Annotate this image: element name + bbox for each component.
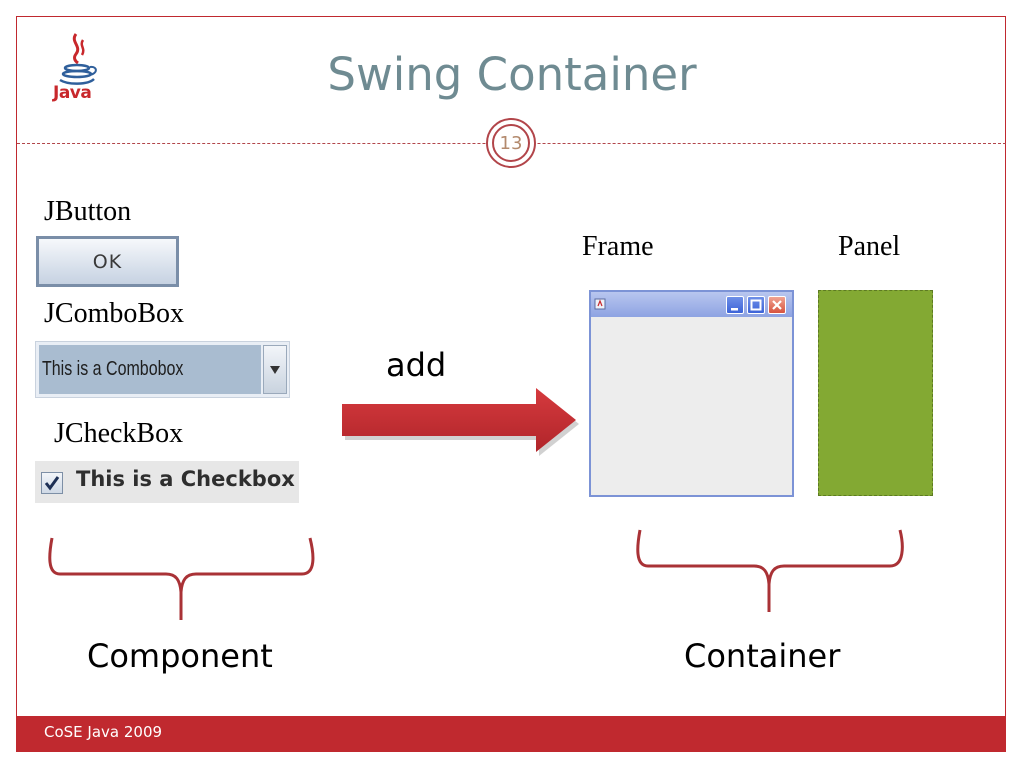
- checkbox-box[interactable]: [41, 472, 63, 494]
- brace-icon: [636, 529, 904, 612]
- panel-box: [818, 290, 933, 496]
- maximize-icon: [750, 299, 762, 311]
- jbutton-label: JButton: [44, 196, 132, 227]
- slide-number: 13: [492, 124, 530, 162]
- jcombobox-label: JComboBox: [44, 298, 185, 329]
- frame-label: Frame: [582, 231, 654, 262]
- slide-border: [16, 16, 1006, 752]
- brace-icon: [48, 537, 315, 620]
- ok-button[interactable]: OK: [36, 236, 179, 287]
- container-label: Container: [684, 637, 841, 675]
- minimize-icon: [731, 308, 738, 311]
- java-logo-text: Java: [53, 83, 92, 103]
- slide-title: Swing Container: [327, 48, 697, 101]
- footer-text: CoSE Java 2009: [44, 723, 163, 741]
- check-icon: [44, 476, 60, 491]
- combo-arrow-icon: [270, 365, 280, 374]
- checkbox[interactable]: This is a Checkbox: [35, 461, 299, 503]
- combobox-value: This is a Combobox: [42, 358, 184, 380]
- footer-bar: CoSE Java 2009: [17, 716, 1006, 751]
- frame-app-icon: [594, 298, 606, 310]
- slide-number-badge: 13: [486, 118, 536, 168]
- java-logo-icon: [59, 33, 97, 85]
- close-icon: [772, 300, 782, 310]
- close-button[interactable]: [768, 296, 786, 314]
- combobox-field[interactable]: This is a Combobox: [39, 345, 261, 394]
- combobox-dropdown-button[interactable]: [263, 345, 287, 394]
- minimize-button[interactable]: [726, 296, 744, 314]
- component-label: Component: [87, 637, 273, 675]
- arrow-icon: [342, 388, 579, 456]
- frame-window: [589, 290, 794, 497]
- combobox[interactable]: This is a Combobox: [35, 341, 290, 398]
- frame-titlebar[interactable]: [591, 292, 792, 317]
- panel-label: Panel: [838, 231, 901, 262]
- jcheckbox-label: JCheckBox: [54, 418, 184, 449]
- maximize-button[interactable]: [747, 296, 765, 314]
- checkbox-text: This is a Checkbox: [76, 467, 295, 491]
- add-label: add: [386, 346, 447, 384]
